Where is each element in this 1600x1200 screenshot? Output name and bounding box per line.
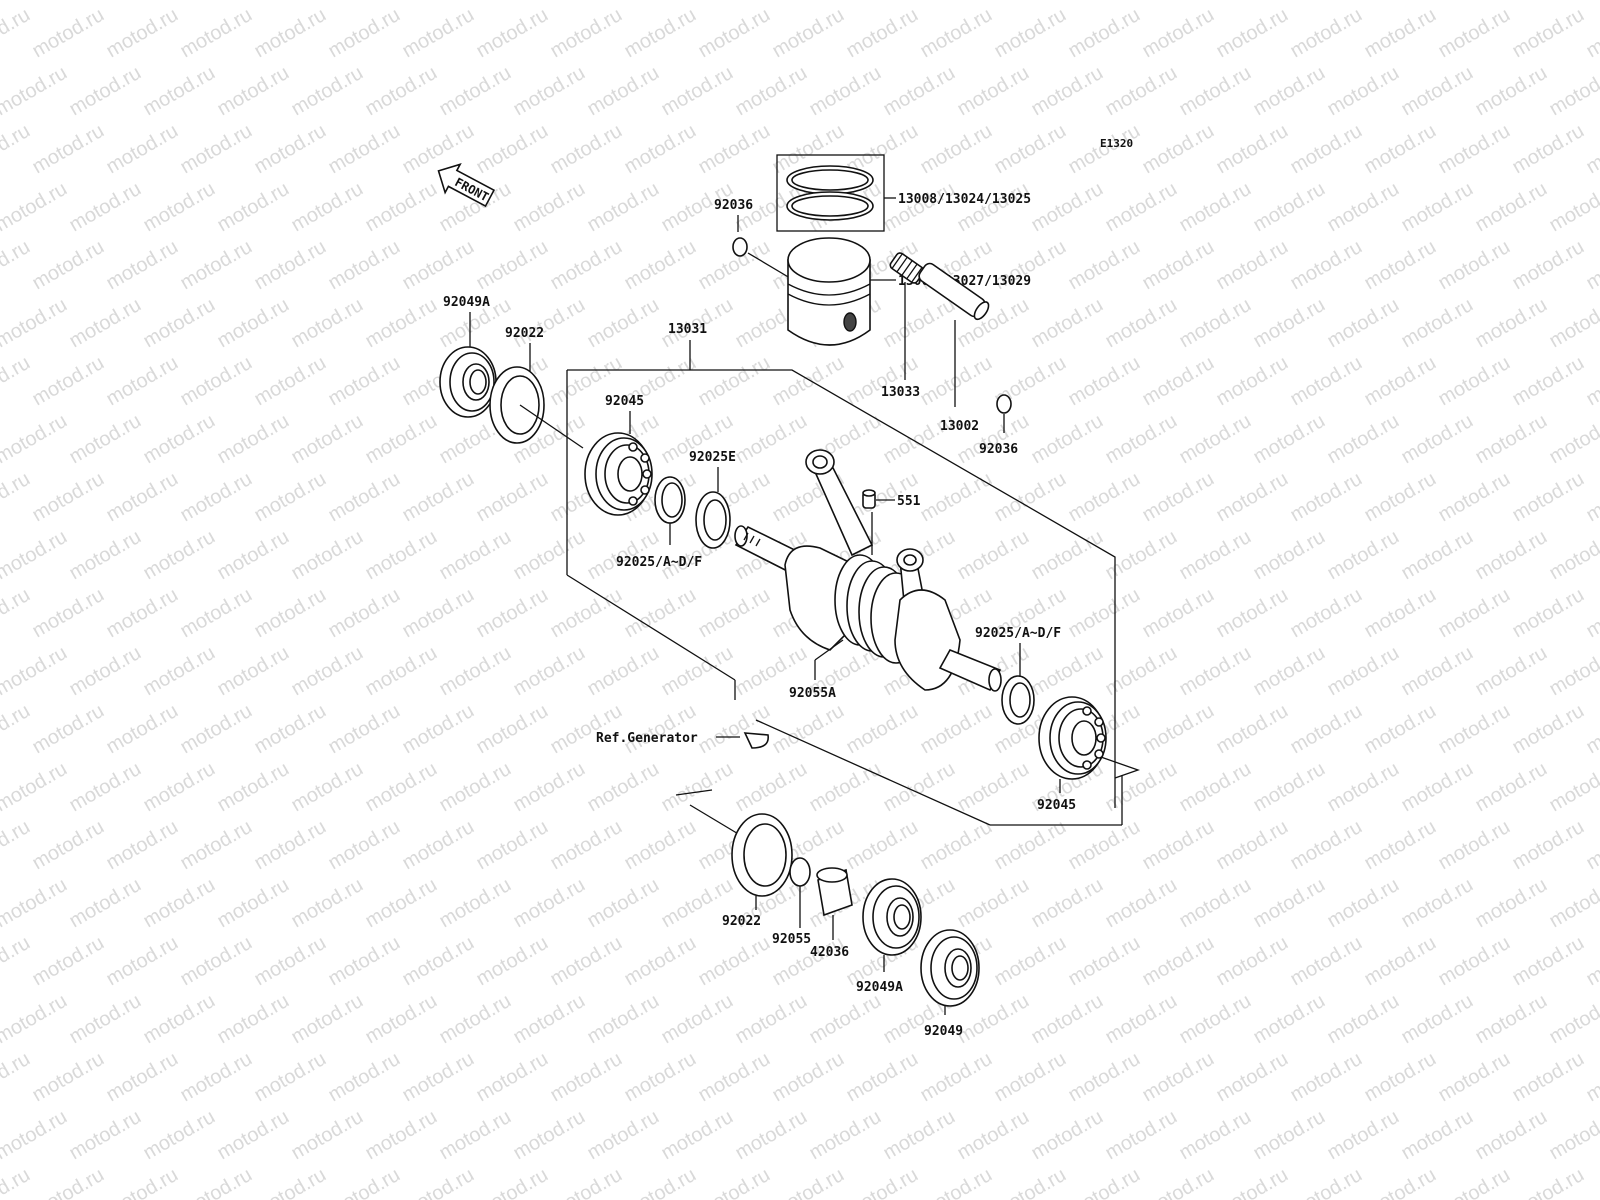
- collar: [816, 867, 853, 917]
- label-rings: 13008/13024/13025: [898, 192, 1031, 207]
- diagram-code: E1320: [1100, 137, 1133, 150]
- label-shim-e: 92025E: [689, 450, 736, 465]
- label-ref-generator: Ref.Generator: [596, 731, 698, 746]
- label-seal-left-a: 92049A: [443, 295, 490, 310]
- shim-left: [654, 476, 686, 524]
- front-arrow-icon: FRONT: [437, 162, 496, 208]
- washer-left: [489, 366, 545, 444]
- label-pin-551: 551: [897, 494, 921, 509]
- label-washer-left: 92022: [505, 326, 544, 341]
- circlip-top: [732, 237, 748, 257]
- label-shim-left: 92025/A~D/F: [616, 555, 702, 570]
- woodruff-key: [743, 732, 769, 749]
- shim-right: [1001, 675, 1035, 725]
- shim-92025e: [695, 491, 731, 549]
- label-collar: 42036: [810, 945, 849, 960]
- label-crank-ring: 92055A: [789, 686, 836, 701]
- label-seal-bottom: 92049: [924, 1024, 963, 1039]
- oil-seal-bottom: [920, 929, 980, 1007]
- crankshaft: [734, 449, 1002, 692]
- label-washer-bottom: 92022: [722, 914, 761, 929]
- label-needle-bearing: 13033: [881, 385, 920, 400]
- label-piston-pin: 13002: [940, 419, 979, 434]
- needle-bearing: [889, 252, 925, 284]
- label-shim-right: 92025/A~D/F: [975, 626, 1061, 641]
- label-bearing-left: 92045: [605, 394, 644, 409]
- label-clip-right: 92036: [979, 442, 1018, 457]
- label-seal-bottom-a: 92049A: [856, 980, 903, 995]
- piston-pin: [918, 262, 990, 321]
- ball-bearing-left: [584, 432, 653, 516]
- label-crank-assy: 13031: [668, 322, 707, 337]
- piston: [787, 237, 871, 346]
- oil-seal-bottom-a: [862, 878, 922, 956]
- ball-bearing-right: [1038, 696, 1107, 780]
- washer-bottom: [731, 813, 793, 897]
- label-bearing-right: 92045: [1037, 798, 1076, 813]
- label-clip-top: 92036: [714, 198, 753, 213]
- pin-551: [862, 489, 876, 509]
- label-oring-bottom: 92055: [772, 932, 811, 947]
- oil-seal-left: [439, 346, 497, 418]
- circlip-right: [996, 394, 1012, 414]
- o-ring-bottom: [789, 857, 811, 887]
- piston-rings: [776, 154, 885, 232]
